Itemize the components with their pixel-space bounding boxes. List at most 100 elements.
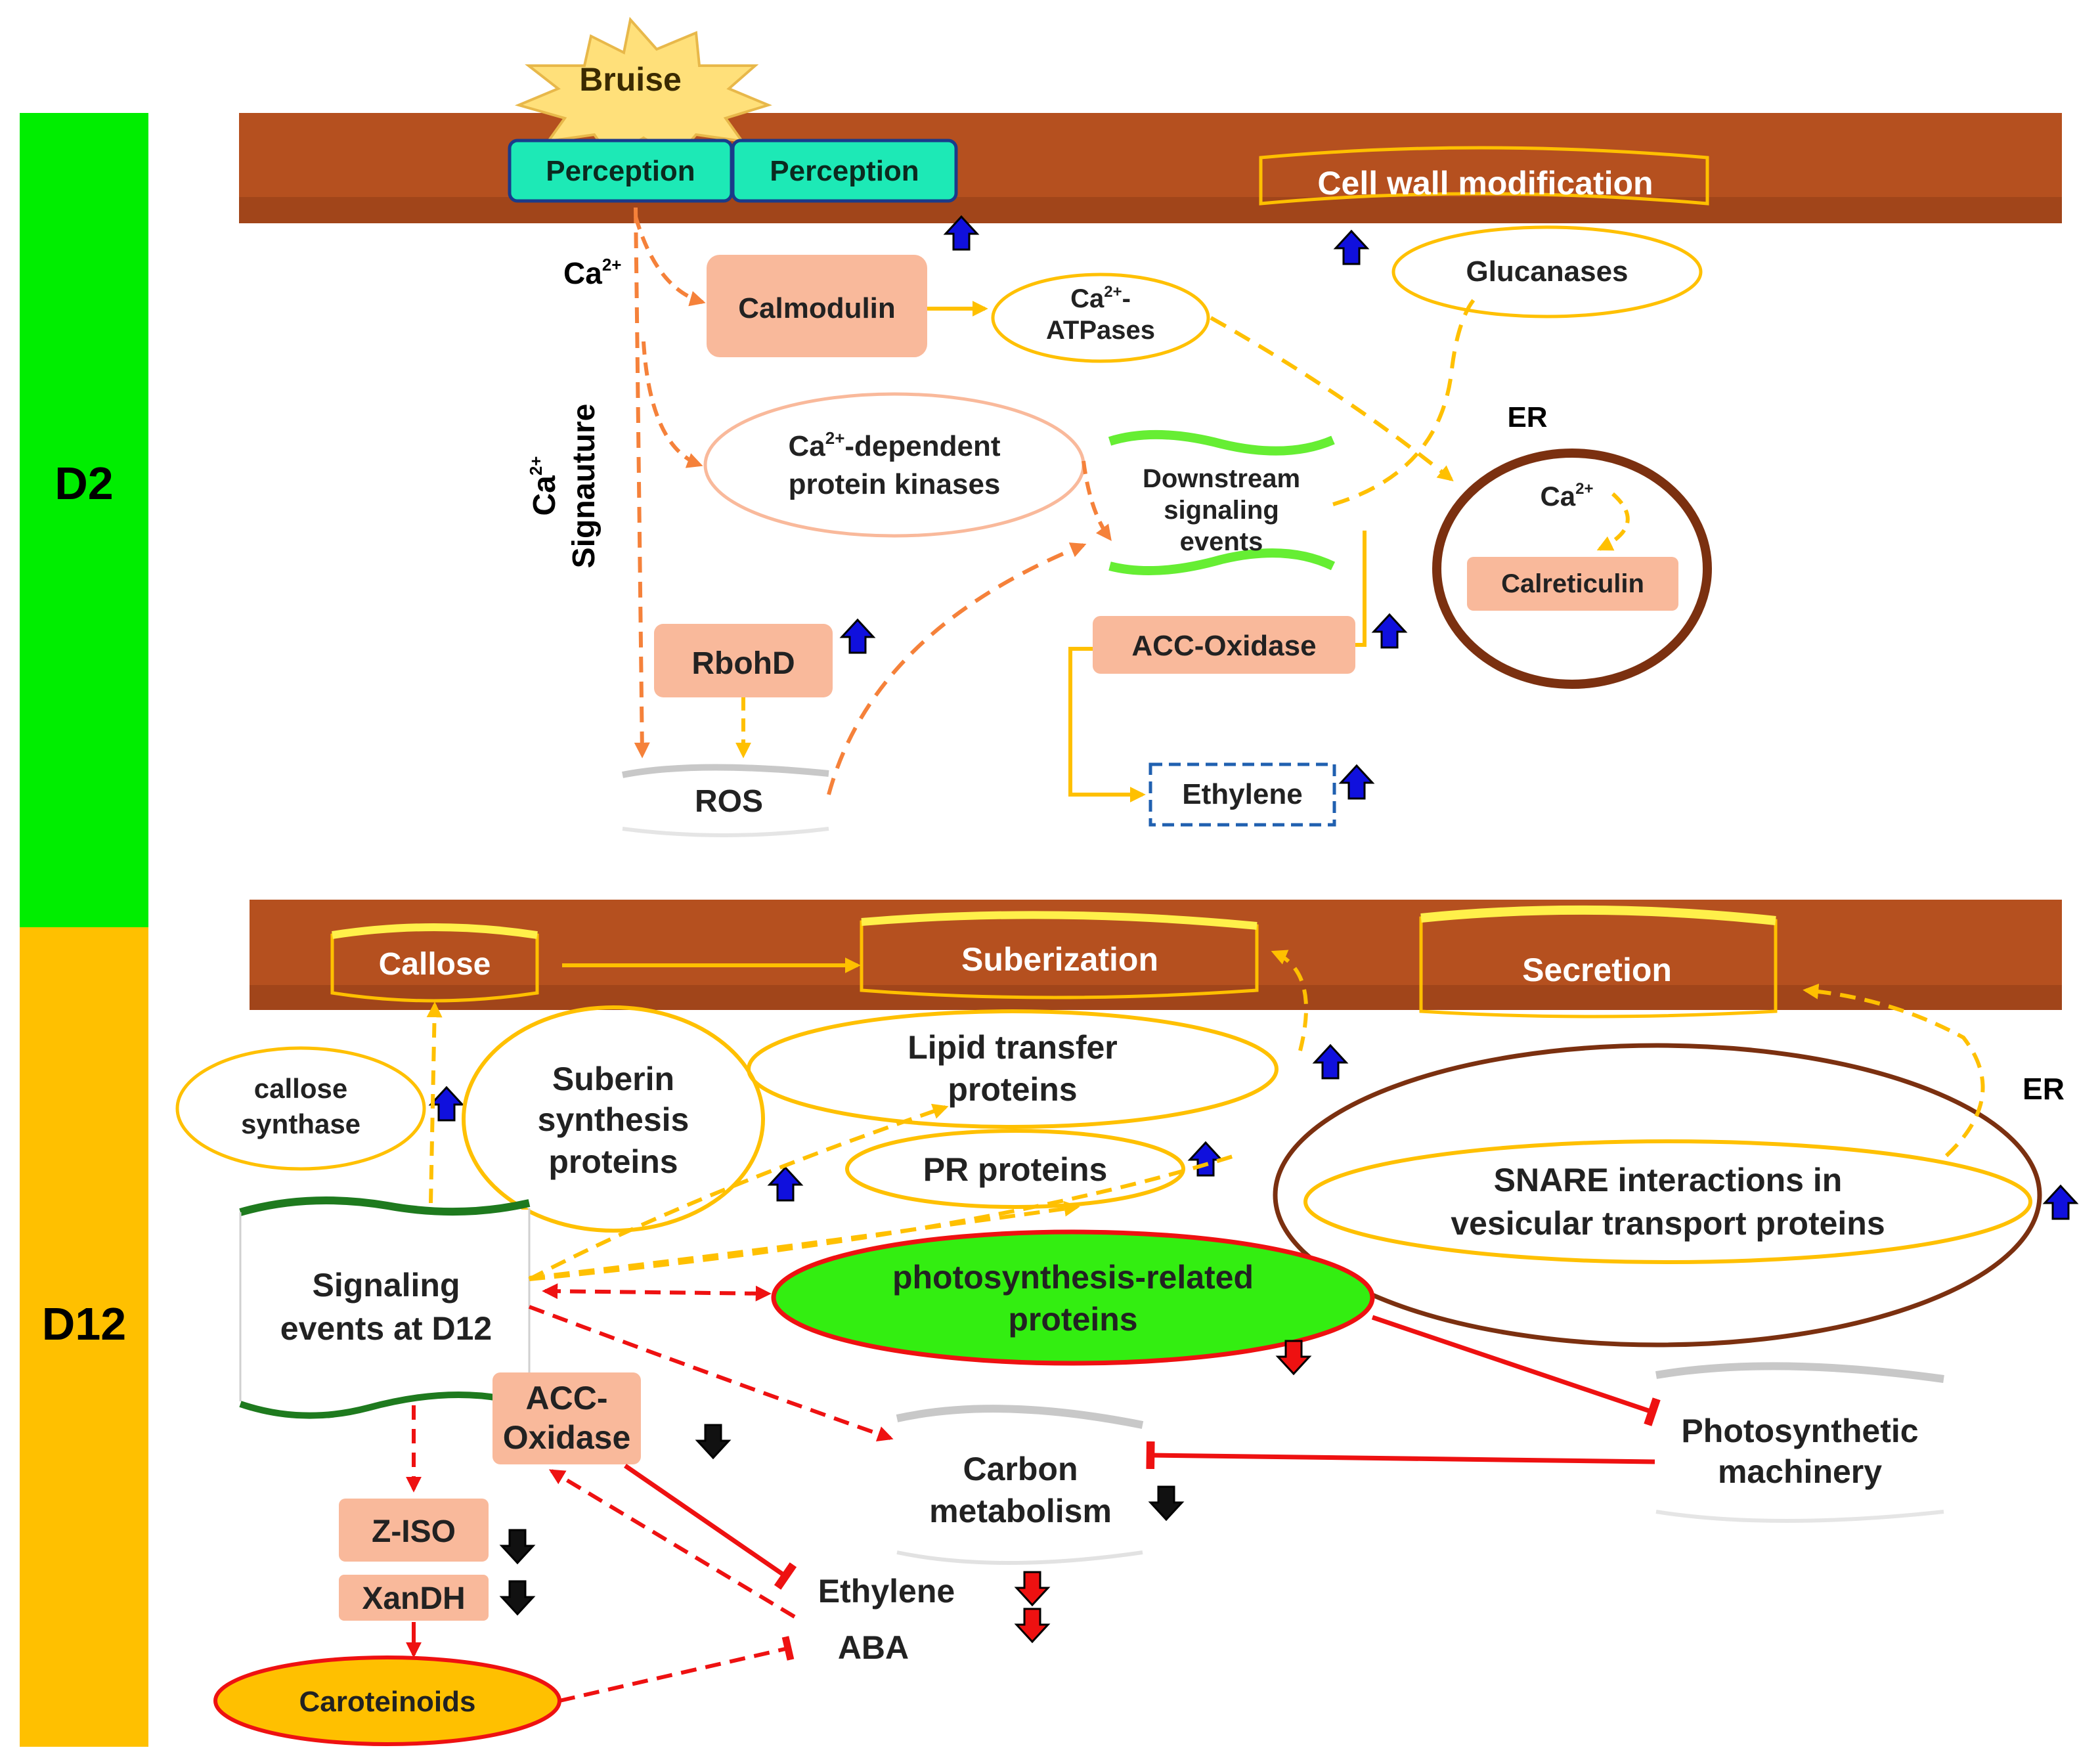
ros-label: ROS — [695, 784, 763, 819]
suberization-scroll: Suberization — [860, 911, 1259, 999]
cdpk-node: Ca2+-dependent protein kinases — [703, 392, 1085, 538]
carbon-line2: metabolism — [929, 1493, 1112, 1529]
calmodulin-label: Calmodulin — [738, 292, 896, 324]
ethylene-label-d2: Ethylene — [1182, 778, 1302, 810]
downstream-line1: Downstream — [1143, 464, 1300, 493]
up-arrow-icon — [428, 1085, 465, 1122]
stage-label-d12: D12 — [42, 1298, 126, 1349]
perception-label-1: Perception — [546, 155, 695, 187]
photosynthetic-machinery-node: Photosynthetic machinery — [1655, 1362, 1944, 1523]
callose-synthase-line2: synthase — [241, 1108, 361, 1139]
photo-line1: photosynthesis-related — [892, 1259, 1254, 1296]
ros-node: ROS — [622, 764, 829, 837]
stage-bar-d2: D2 — [20, 113, 148, 927]
up-arrow-icon — [1187, 1141, 1224, 1177]
rbohd-label: RbohD — [691, 646, 795, 681]
ca-atpases-label: ATPases — [1046, 316, 1155, 345]
perception-label-2: Perception — [770, 155, 919, 187]
svg-text:Ca2+-dependent: Ca2+-dependent — [788, 428, 1000, 462]
calreticulin-label: Calreticulin — [1501, 569, 1644, 598]
downstream-line2: signaling — [1164, 496, 1279, 525]
up-arrow-icon — [767, 1166, 804, 1202]
er-label-d12: ER — [2023, 1072, 2065, 1106]
downstream-line3: events — [1180, 527, 1263, 556]
lipid-line2: proteins — [948, 1071, 1077, 1108]
callose-scroll: Callose — [330, 923, 539, 1003]
downstream-signaling-node: Downstream signaling events — [1108, 429, 1336, 575]
machinery-line2: machinery — [1718, 1453, 1882, 1490]
down-arrow-icon — [499, 1580, 536, 1616]
down-arrow-icon — [1014, 1571, 1051, 1607]
glucanases-node: Glucanases — [1391, 225, 1703, 318]
aba-label: ABA — [838, 1629, 909, 1666]
up-arrow-icon — [943, 215, 980, 251]
photosynthesis-proteins-node: photosynthesis-related proteins — [771, 1229, 1375, 1366]
carbon-line1: Carbon — [963, 1451, 1078, 1487]
machinery-line1: Photosynthetic — [1681, 1413, 1918, 1449]
secretion-scroll: Secretion — [1419, 905, 1778, 1019]
perception-box-2: Perception — [731, 139, 958, 203]
photo-line2: proteins — [1008, 1301, 1137, 1338]
down-arrow-icon — [1014, 1608, 1051, 1644]
carotenoids-label: Caroteinoids — [299, 1686, 476, 1718]
lipid-line1: Lipid transfer — [908, 1029, 1117, 1066]
cell-wall-modification-scroll: Cell wall modification — [1259, 146, 1709, 206]
down-arrow-icon — [1148, 1485, 1185, 1522]
glucanases-label: Glucanases — [1466, 255, 1628, 288]
acc-line1: ACC- — [526, 1380, 608, 1416]
signaling-events-d12-node: Signaling events at D12 — [239, 1196, 531, 1419]
snare-line1: SNARE interactions in — [1494, 1162, 1843, 1198]
up-arrow-icon — [1312, 1043, 1349, 1080]
pr-proteins-label: PR proteins — [923, 1151, 1108, 1188]
acc-oxidase-label-d2: ACC-Oxidase — [1131, 630, 1316, 662]
suberization-label: Suberization — [961, 941, 1158, 978]
down-arrow-icon — [1275, 1340, 1312, 1376]
bruise-burst: Bruise — [514, 16, 772, 160]
d12-connectors — [406, 950, 1985, 1703]
suberin-line3: proteins — [548, 1143, 678, 1180]
rbohd-box: RbohD — [654, 624, 833, 697]
svg-text:Signauture: Signauture — [567, 404, 602, 569]
stage-label-d2: D2 — [55, 458, 113, 509]
ca-atpases-node: Ca2+- ATPases — [991, 273, 1210, 363]
secretion-label: Secretion — [1522, 952, 1672, 988]
up-arrow-icon — [1333, 229, 1370, 265]
up-arrow-icon — [839, 618, 876, 654]
suberin-line1: Suberin — [552, 1061, 674, 1097]
xandh-box: XanDH — [339, 1575, 489, 1621]
acc-oxidase-box-d12: ACC- Oxidase — [492, 1372, 641, 1464]
svg-text:Ca2+: Ca2+ — [1540, 480, 1593, 512]
cdpk-label: protein kinases — [789, 468, 1001, 500]
d2-connectors — [634, 207, 1479, 802]
callose-label: Callose — [379, 947, 491, 982]
xandh-label: XanDH — [362, 1581, 465, 1616]
down-arrow-icon — [499, 1529, 536, 1565]
ca-label: Ca2+ — [563, 255, 621, 290]
perception-box-1: Perception — [508, 139, 733, 203]
suberin-line2: synthesis — [538, 1101, 689, 1138]
bruise-label: Bruise — [579, 61, 682, 98]
ethylene-label-d12: Ethylene — [818, 1573, 955, 1610]
er-compartment-d12: ER SNARE interactions in vesicular trans… — [1273, 1043, 2065, 1348]
callose-synthase-line1: callose — [254, 1073, 347, 1104]
er-label-d2: ER — [1507, 401, 1547, 433]
svg-text:Ca2+-: Ca2+- — [1070, 283, 1131, 313]
up-arrow-icon — [1371, 613, 1408, 649]
svg-text:Ca2+: Ca2+ — [563, 255, 621, 290]
carotenoids-node: Caroteinoids — [213, 1655, 561, 1746]
snare-line2: vesicular transport proteins — [1451, 1205, 1885, 1242]
signaling-line2: events at D12 — [280, 1310, 492, 1347]
callose-synthase-node: callose synthase — [175, 1046, 426, 1171]
cell-wall-modification-label: Cell wall modification — [1317, 165, 1653, 202]
z-iso-label: Z-ISO — [372, 1514, 456, 1549]
svg-text:Ca2+: Ca2+ — [526, 456, 562, 515]
ca-signature-label: Ca2+ Signauture — [526, 404, 602, 569]
calmodulin-box: Calmodulin — [707, 255, 927, 357]
er-compartment-d2: ER Ca2+ Calreticulin — [1432, 401, 1712, 689]
lipid-transfer-node: Lipid transfer proteins — [747, 1009, 1279, 1129]
up-arrow-icon — [1338, 764, 1375, 800]
ethylene-box-d2: Ethylene — [1148, 762, 1336, 827]
pr-proteins-node: PR proteins — [845, 1129, 1185, 1209]
suberin-synthesis-node: Suberin synthesis proteins — [462, 1005, 765, 1233]
